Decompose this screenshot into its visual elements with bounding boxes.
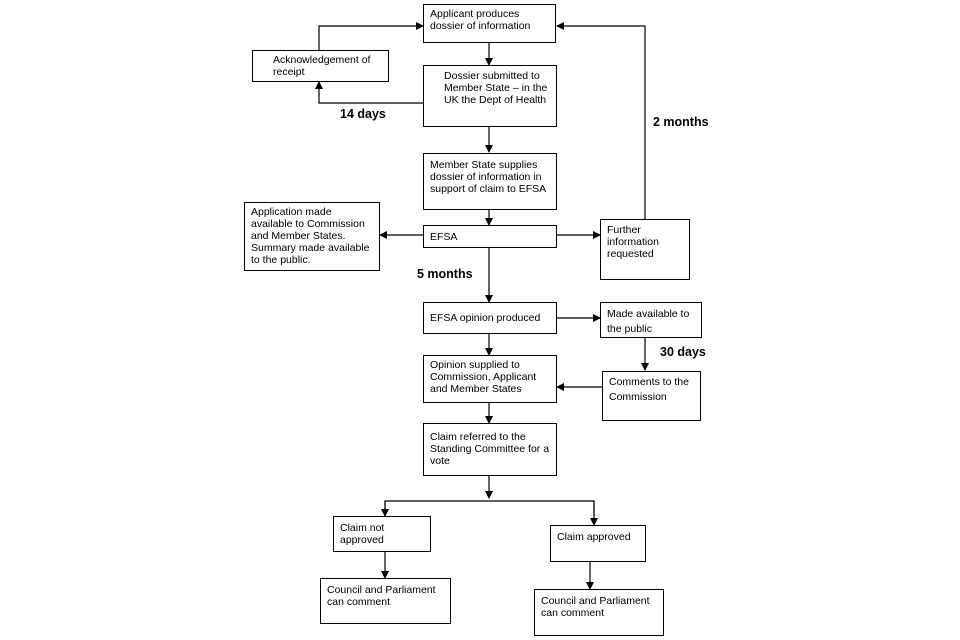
acknowledgement-box: Acknowledgement of receipt	[252, 50, 389, 82]
further-info-box: Further information requested	[600, 219, 690, 280]
claim-referred-box: Claim referred to the Standing Committee…	[423, 423, 557, 476]
label-30-days: 30 days	[660, 345, 706, 359]
opinion-supplied-box: Opinion supplied to Commission, Applican…	[423, 355, 557, 403]
arrow-further-to-applicant	[556, 22, 646, 219]
claim-approved-box: Claim approved	[550, 525, 646, 562]
member-state-supplies-box: Member State supplies dossier of informa…	[423, 153, 557, 210]
claim-not-approved-box: Claim not approved	[333, 516, 431, 552]
label-2-months: 2 months	[653, 115, 709, 129]
efsa-box: EFSA	[423, 225, 557, 248]
council-comment-right-box: Council and Parliament can comment	[534, 589, 664, 636]
made-available-box: Made available to the public	[600, 302, 702, 338]
split-branch	[384, 500, 595, 516]
applicant-box: Applicant produces dossier of informatio…	[423, 4, 556, 43]
arrow-submitted-to-ack	[315, 81, 423, 104]
comments-box: Comments to the Commission	[602, 371, 701, 421]
council-comment-left-box: Council and Parliament can comment	[320, 578, 451, 624]
arrow-ack-to-applicant	[318, 22, 424, 50]
application-available-box: Application made available to Commission…	[244, 202, 380, 271]
dossier-submitted-box: Dossier submitted to Member State – in t…	[423, 65, 557, 127]
efsa-opinion-box: EFSA opinion produced	[423, 302, 557, 334]
label-14-days: 14 days	[340, 107, 386, 121]
label-5-months: 5 months	[417, 267, 473, 281]
